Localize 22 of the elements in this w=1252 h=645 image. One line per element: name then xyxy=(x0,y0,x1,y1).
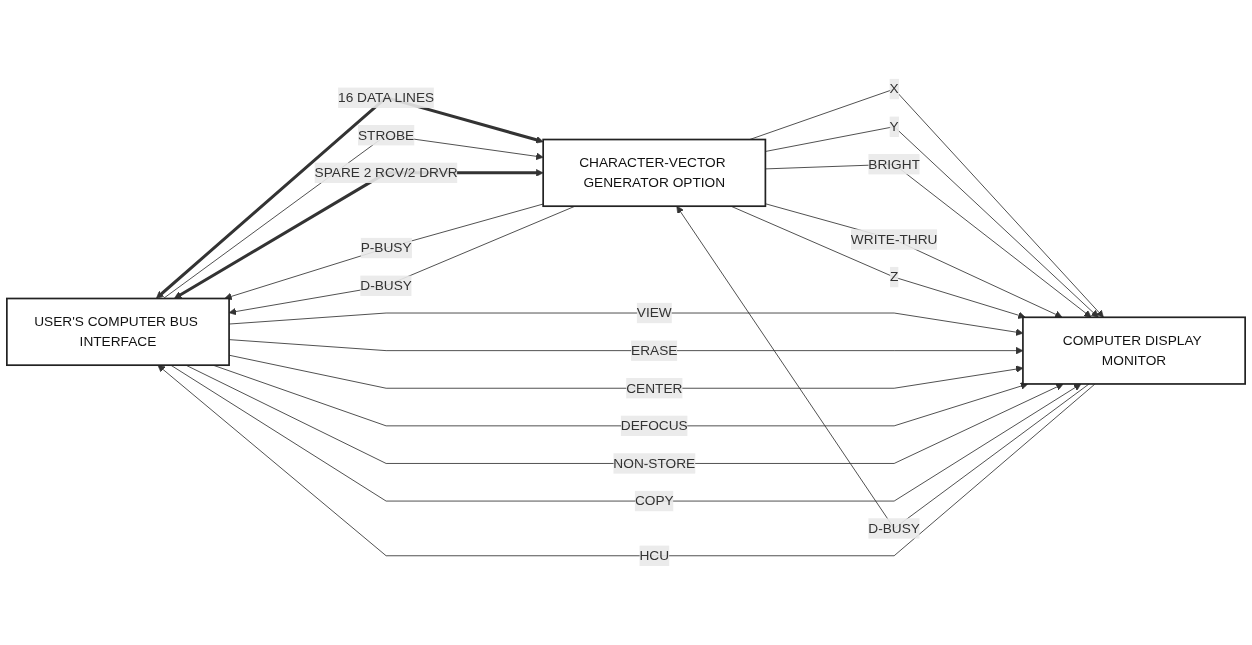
edge-label: DEFOCUS xyxy=(620,418,688,433)
edge-label: NON-STORE xyxy=(613,455,696,471)
edge-label: D-BUSY xyxy=(868,520,920,536)
edge-label: BRIGHT xyxy=(868,156,920,172)
edge-label: P-BUSY xyxy=(360,240,412,255)
edge-label: X xyxy=(889,81,899,96)
arrow xyxy=(174,169,544,299)
edge-label: VIEW xyxy=(636,305,672,320)
edge-label: D-BUSY xyxy=(360,278,412,293)
edge-label: Z xyxy=(889,269,899,285)
node-box: CHARACTER-VECTOR GENERATOR OPTION xyxy=(542,138,767,208)
edge-label: COPY xyxy=(634,493,674,508)
node-box: USER'S COMPUTER BUS INTERFACE xyxy=(6,297,230,367)
edge-label: ERASE xyxy=(631,343,678,358)
edge-label: CENTER xyxy=(626,380,683,396)
edge-label: STROBE xyxy=(358,127,415,143)
edge-label: HCU xyxy=(639,548,670,563)
edge-label: Y xyxy=(889,119,899,134)
edge-label: 16 DATA LINES xyxy=(338,90,435,105)
node-box: COMPUTER DISPLAY MONITOR xyxy=(1022,316,1246,385)
edge-label: SPARE 2 RCV/2 DRVR xyxy=(314,165,458,180)
edge-label: WRITE-THRU xyxy=(850,231,938,247)
